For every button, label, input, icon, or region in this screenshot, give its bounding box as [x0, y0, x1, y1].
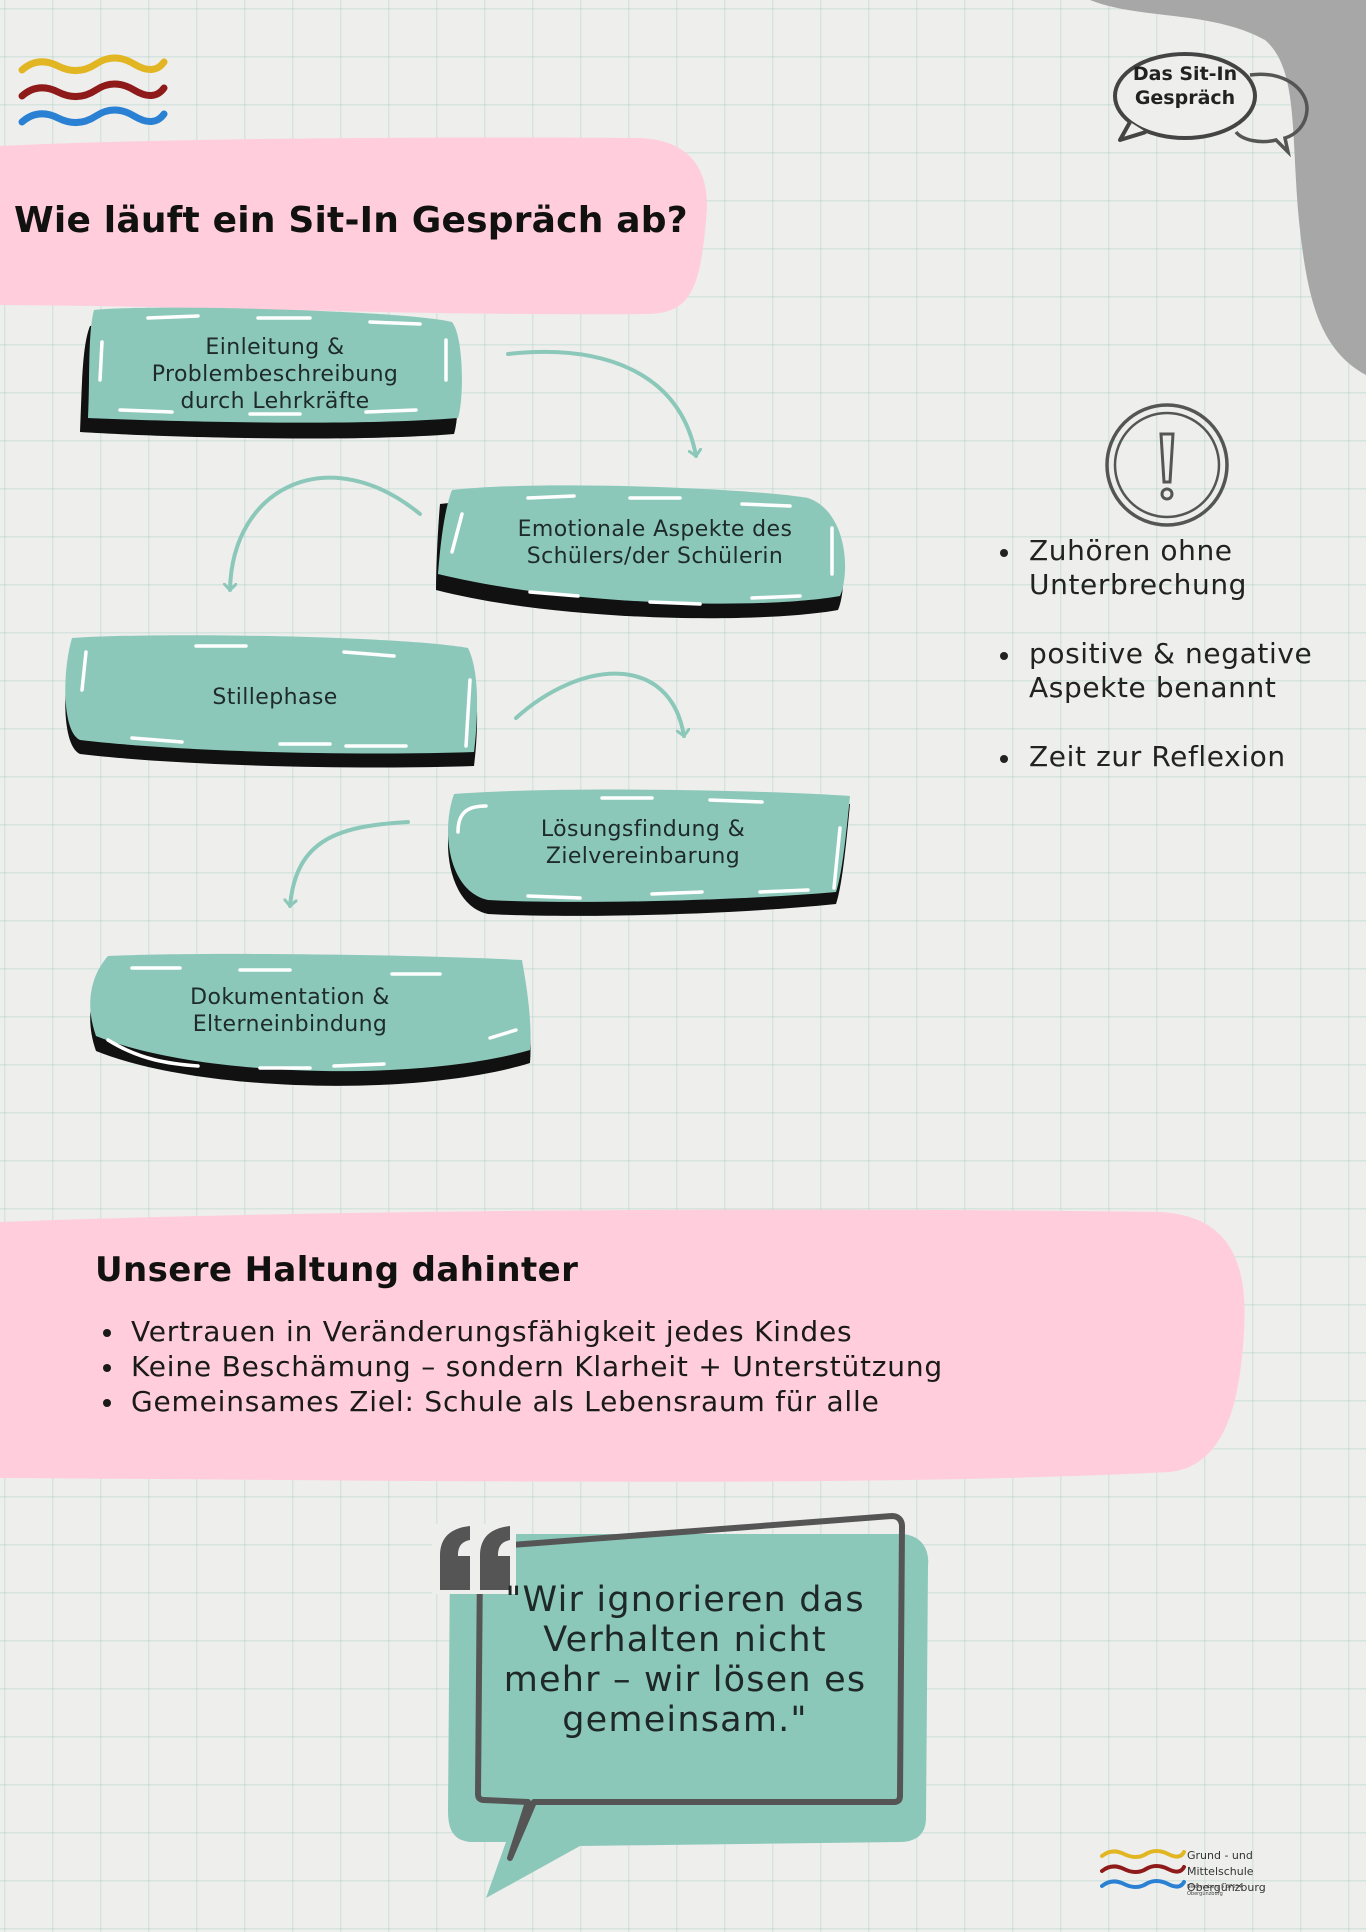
- side-note-item: positive & negative Aspekte benannt: [995, 637, 1355, 705]
- title-band-shape: [0, 137, 707, 315]
- exclamation-circle-icon: [1105, 403, 1229, 527]
- side-note-item: Zeit zur Reflexion: [995, 740, 1355, 774]
- quotation-mark-icon: [432, 1524, 516, 1594]
- haltung-item: Vertrauen in Veränderungsfähigkeit jedes…: [95, 1314, 1095, 1349]
- step-label-2: Emotionale Aspekte des Schülers/der Schü…: [517, 517, 793, 569]
- corner-badge-text: Das Sit-In Gespräch: [1132, 63, 1238, 109]
- step-label-5: Dokumentation & Elterneinbindung: [190, 985, 390, 1037]
- footer-logo: [1100, 1849, 1186, 1889]
- step-box-1: [80, 307, 462, 439]
- haltung-item: Keine Beschämung – sondern Klarheit + Un…: [95, 1349, 1095, 1384]
- side-notes-list: Zuhören ohne Unterbrechung positive & ne…: [995, 534, 1355, 809]
- footer-address: Nikolausberg 5 87634 Obergünzburg: [1187, 1884, 1242, 1897]
- speech-bubbles-icon: [1113, 52, 1309, 158]
- step-label-4: Lösungsfindung & Zielvereinbarung: [540, 817, 746, 869]
- arrow-1-to-2: [506, 350, 696, 456]
- arrow-3-to-4: [514, 671, 684, 736]
- haltung-band-shape: [0, 1209, 1245, 1482]
- arrow-4-to-5: [290, 820, 410, 906]
- haltung-item: Gemeinsames Ziel: Schule als Lebensraum …: [95, 1384, 1095, 1419]
- side-note-item: Zuhören ohne Unterbrechung: [995, 534, 1355, 602]
- step-box-2: [436, 485, 846, 619]
- haltung-list: Vertrauen in Veränderungsfähigkeit jedes…: [95, 1314, 1095, 1419]
- step-box-3: [65, 635, 478, 768]
- grey-blob-shape: [1090, 0, 1366, 375]
- step-label-3: Stillephase: [212, 685, 338, 710]
- footer-school-name: Grund - und Mittelschule Obergünzburg: [1187, 1849, 1266, 1894]
- step-box-4: [447, 789, 850, 916]
- step-box-5: [90, 953, 531, 1086]
- page-title: Wie läuft ein Sit-In Gespräch ab?: [14, 200, 688, 241]
- quote-text: "Wir ignorieren das Verhalten nicht mehr…: [503, 1580, 867, 1740]
- step-label-1: Einleitung & Problembeschreibung durch L…: [151, 335, 399, 414]
- arrow-2-to-3: [230, 475, 422, 590]
- school-logo: [18, 54, 168, 126]
- haltung-heading: Unsere Haltung dahinter: [95, 1250, 579, 1290]
